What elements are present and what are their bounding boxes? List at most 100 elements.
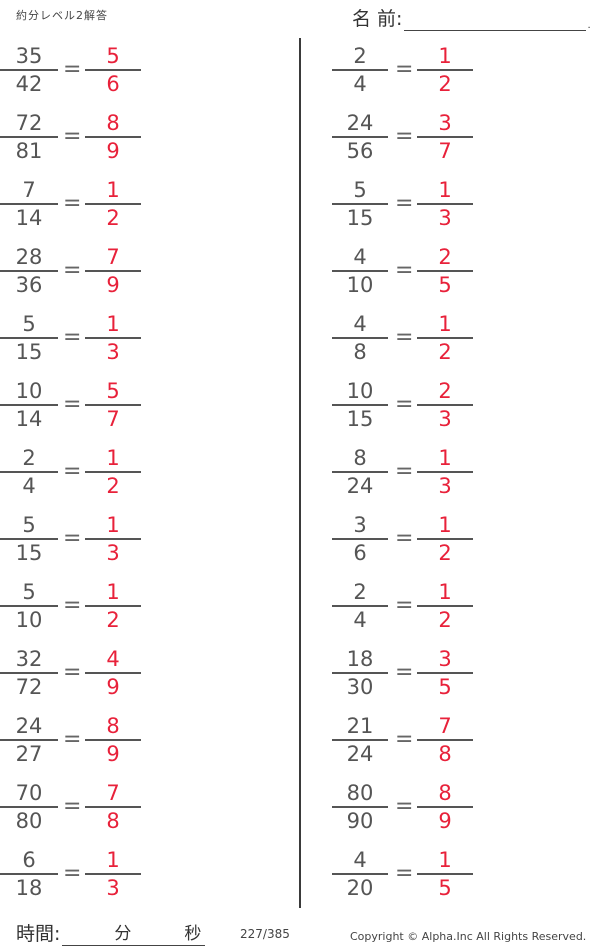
fraction-bar — [0, 605, 58, 607]
fraction-bar — [0, 337, 58, 339]
question-denominator: 18 — [15, 876, 43, 900]
question-denominator: 15 — [15, 541, 43, 565]
fraction-bar — [417, 203, 473, 205]
question-numerator: 2 — [353, 44, 367, 68]
fraction-bar — [0, 471, 58, 473]
fraction-bar — [332, 471, 388, 473]
question-denominator: 15 — [346, 407, 374, 431]
equals-sign: = — [395, 727, 414, 752]
fraction-bar — [85, 471, 141, 473]
question-numerator: 2 — [22, 446, 36, 470]
fraction-bar — [85, 739, 141, 741]
equals-sign: = — [63, 57, 82, 82]
fraction-bar — [0, 69, 58, 71]
name-input-line[interactable] — [404, 10, 587, 31]
answer-numerator: 1 — [438, 848, 452, 872]
name-label: 名 前: — [352, 8, 403, 30]
fraction-bar — [332, 270, 388, 272]
fraction-bar — [332, 672, 388, 674]
question-numerator: 2 — [353, 580, 367, 604]
answer-denominator: 9 — [438, 809, 452, 833]
question-numerator: 70 — [15, 781, 43, 805]
question-numerator: 18 — [346, 647, 374, 671]
answer-denominator: 5 — [438, 675, 452, 699]
question-numerator: 21 — [346, 714, 374, 738]
time-input-line[interactable]: 分 秒 — [62, 923, 206, 946]
answer-numerator: 1 — [438, 312, 452, 336]
fraction-bar — [85, 404, 141, 406]
question-denominator: 15 — [346, 206, 374, 230]
fraction-bar — [417, 605, 473, 607]
equals-sign: = — [63, 660, 82, 685]
answer-numerator: 2 — [438, 379, 452, 403]
question-denominator: 14 — [15, 407, 43, 431]
fraction-bar — [332, 739, 388, 741]
answer-numerator: 1 — [438, 44, 452, 68]
question-numerator: 6 — [22, 848, 36, 872]
question-denominator: 4 — [353, 72, 367, 96]
answer-numerator: 3 — [438, 647, 452, 671]
equals-sign: = — [395, 593, 414, 618]
answer-numerator: 4 — [106, 647, 120, 671]
question-numerator: 24 — [346, 111, 374, 135]
question-numerator: 10 — [15, 379, 43, 403]
fraction-bar — [0, 873, 58, 875]
answer-denominator: 2 — [106, 474, 120, 498]
answer-denominator: 2 — [438, 72, 452, 96]
answer-denominator: 3 — [438, 407, 452, 431]
fraction-bar — [417, 672, 473, 674]
question-numerator: 80 — [346, 781, 374, 805]
answer-denominator: 2 — [106, 206, 120, 230]
column-divider — [299, 38, 301, 908]
worksheet-title: 約分レベル2解答 — [16, 9, 108, 22]
answer-numerator: 5 — [106, 44, 120, 68]
question-numerator: 5 — [22, 580, 36, 604]
answer-numerator: 1 — [106, 178, 120, 202]
answer-denominator: 3 — [438, 474, 452, 498]
equals-sign: = — [63, 258, 82, 283]
answer-denominator: 3 — [106, 340, 120, 364]
question-denominator: 20 — [346, 876, 374, 900]
answer-numerator: 5 — [106, 379, 120, 403]
question-denominator: 8 — [353, 340, 367, 364]
equals-sign: = — [395, 526, 414, 551]
question-numerator: 32 — [15, 647, 43, 671]
answer-denominator: 2 — [106, 608, 120, 632]
fraction-bar — [85, 270, 141, 272]
question-numerator: 28 — [15, 245, 43, 269]
question-denominator: 15 — [15, 340, 43, 364]
fraction-bar — [332, 136, 388, 138]
fraction-bar — [85, 538, 141, 540]
question-numerator: 35 — [15, 44, 43, 68]
fraction-bar — [417, 337, 473, 339]
equals-sign: = — [395, 57, 414, 82]
fraction-bar — [332, 203, 388, 205]
